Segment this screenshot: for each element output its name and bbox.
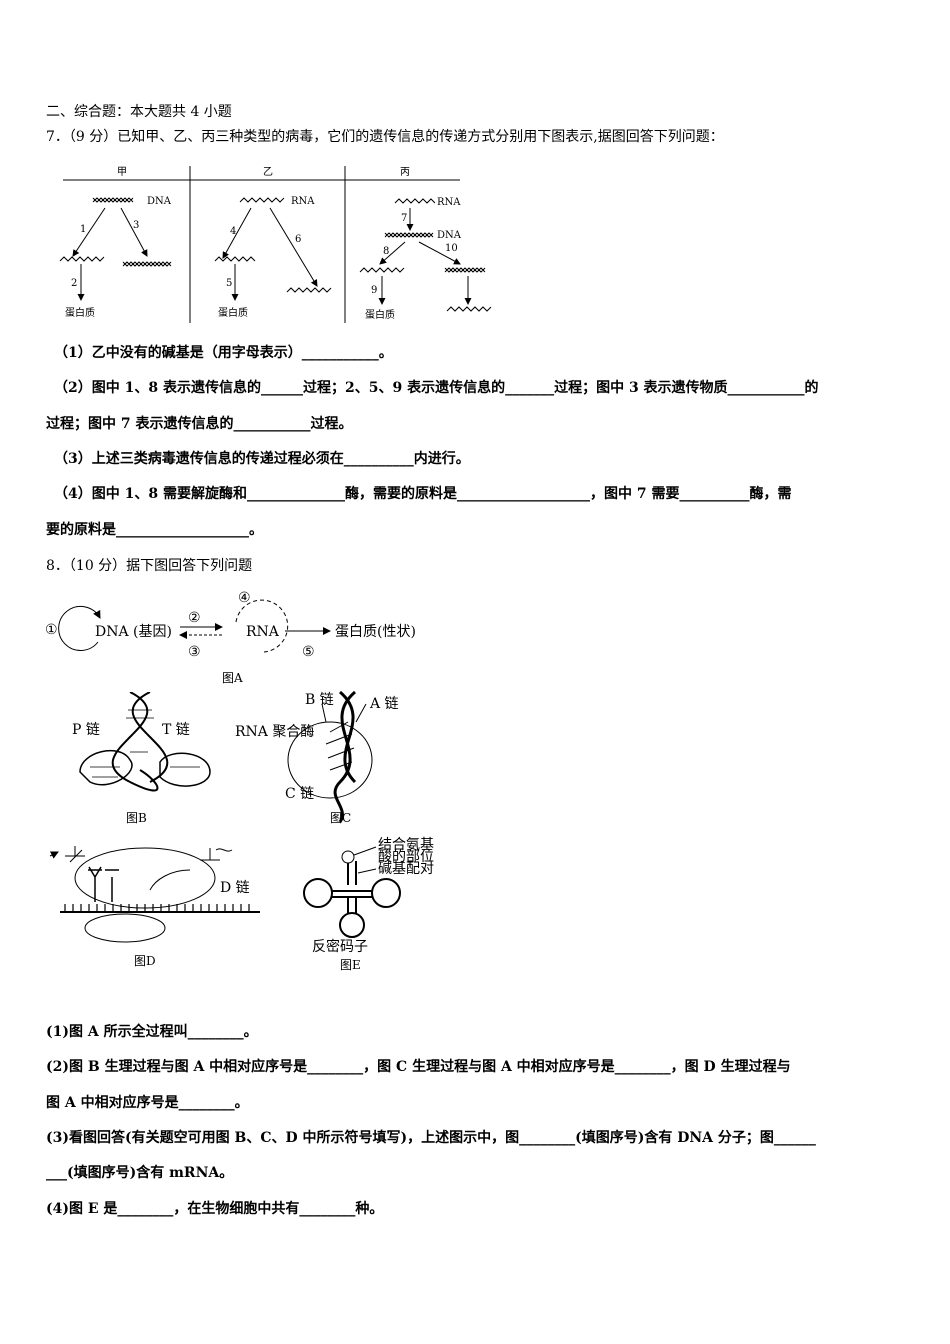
svg-text:6: 6 (295, 234, 301, 245)
q7-line-3: 过程；图中 7 表示遗传信息的___________过程。 (46, 416, 353, 432)
q7-line-6: 要的原料是___________________。 (46, 522, 263, 538)
figure-b: P 链 T 链 图B (72, 692, 211, 825)
svg-text:DNA: DNA (437, 230, 462, 241)
q7-stem: 7．（9 分）已知甲、乙、丙三种类型的病毒，它们的遗传信息的传递方式分别用下图表… (46, 129, 724, 145)
svg-text:7: 7 (401, 213, 407, 224)
svg-text:蛋白质: 蛋白质 (365, 308, 395, 321)
q7-line-2: （2）图中 1、8 表示遗传信息的______过程；2、5、9 表示遗传信息的_… (54, 380, 819, 396)
svg-text:10: 10 (445, 243, 458, 254)
fig-e-site-line2: 酸的部位 (378, 849, 434, 865)
fig-a-protein: 蛋白质(性状) (335, 624, 416, 640)
svg-text:图A: 图A (222, 671, 243, 685)
svg-text:图D: 图D (134, 954, 156, 968)
q8-line-3: 图 A 中相对应序号是________。 (46, 1095, 249, 1111)
svg-text:5: 5 (226, 278, 232, 289)
svg-text:DNA: DNA (147, 196, 172, 207)
svg-text:⑤: ⑤ (302, 644, 315, 660)
header-jia: 甲 (117, 167, 127, 178)
section-heading: 二、综合题：本大题共 4 小题 (46, 104, 232, 120)
q8-line-2: (2)图 B 生理过程与图 A 中相对应序号是________，图 C 生理过程… (46, 1059, 791, 1075)
svg-text:③: ③ (188, 644, 201, 660)
header-bing: 丙 (400, 167, 410, 178)
svg-text:蛋白质: 蛋白质 (65, 306, 95, 319)
q7-line-1: （1）乙中没有的碱基是（用字母表示）___________。 (54, 345, 393, 361)
svg-text:反密码子: 反密码子 (312, 938, 368, 955)
figure-d: D 链 图D (49, 846, 260, 968)
q8-line-5: ___(填图序号)含有 mRNA。 (46, 1165, 234, 1181)
header-yi: 乙 (263, 166, 273, 178)
q8-line-6: (4)图 E 是________，在生物细胞中共有________种。 (46, 1201, 384, 1217)
figure-a: ① DNA (基因) ② ③ ④ RNA ⑤ 蛋白质(性状) 图A (45, 590, 416, 685)
svg-text:4: 4 (230, 226, 236, 237)
svg-text:蛋白质: 蛋白质 (218, 306, 248, 319)
svg-text:D 链: D 链 (220, 880, 250, 896)
fig-a-dna: DNA (基因) (95, 623, 172, 640)
q7-transfer-diagram: 甲 乙 丙 DNA 1 3 2 蛋白质 RNA 4 6 5 蛋白质 RNA 7 … (59, 166, 492, 323)
svg-text:3: 3 (133, 220, 139, 231)
svg-text:②: ② (188, 610, 201, 626)
q8-line-4: (3)看图回答(有关题空可用图 B、C、D 中所示符号填写)，上述图示中，图__… (46, 1130, 816, 1146)
svg-text:图C: 图C (330, 811, 351, 825)
svg-text:RNA: RNA (437, 197, 461, 208)
svg-text:2: 2 (71, 278, 77, 289)
svg-text:①: ① (45, 622, 58, 638)
svg-text:C 链: C 链 (285, 786, 314, 802)
figure-e: 结合氨基 酸的部位 碱基配对 反密码子 图E (303, 836, 434, 972)
svg-text:碱基配对: 碱基配对 (378, 860, 434, 877)
svg-text:④: ④ (238, 590, 251, 606)
svg-text:RNA 聚合酶: RNA 聚合酶 (235, 724, 314, 740)
svg-text:1: 1 (80, 224, 86, 235)
q8-line-1: (1)图 A 所示全过程叫________。 (46, 1024, 258, 1040)
q8-stem: 8．（10 分）据下图回答下列问题 (46, 558, 253, 574)
svg-text:RNA: RNA (291, 196, 315, 207)
svg-text:9: 9 (371, 285, 377, 296)
svg-text:T 链: T 链 (162, 722, 190, 738)
svg-text:结合氨基: 结合氨基 (378, 836, 434, 853)
q7-line-5: （4）图中 1、8 需要解旋酶和______________酶，需要的原料是__… (54, 486, 792, 502)
q7-line-4: （3）上述三类病毒遗传信息的传递过程必须在__________内进行。 (54, 451, 470, 467)
svg-text:A 链: A 链 (369, 696, 399, 712)
svg-text:B 链: B 链 (305, 692, 334, 708)
svg-text:8: 8 (383, 246, 389, 257)
svg-text:P 链: P 链 (72, 722, 100, 738)
svg-text:图E: 图E (340, 958, 361, 972)
fig-a-rna: RNA (246, 624, 280, 640)
figure-c: B 链 A 链 RNA 聚合酶 C 链 图C (235, 690, 399, 825)
svg-text:图B: 图B (126, 811, 147, 825)
